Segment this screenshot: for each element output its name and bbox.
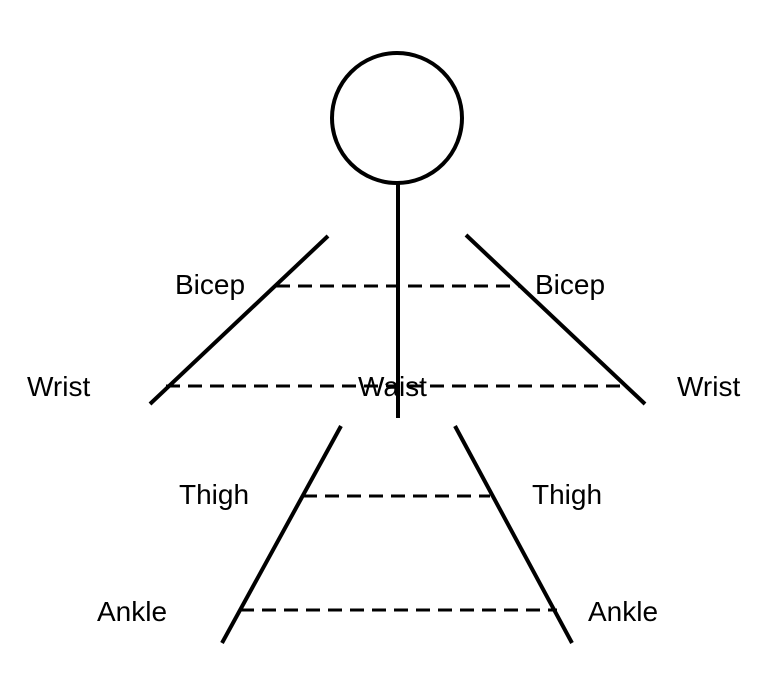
ankle-right-label: Ankle bbox=[588, 596, 658, 627]
thigh-right-label: Thigh bbox=[532, 479, 602, 510]
left-leg-line bbox=[220, 425, 343, 644]
wrist-left-label: Wrist bbox=[27, 371, 90, 402]
head-circle bbox=[330, 51, 464, 185]
bicep-right-label: Bicep bbox=[535, 269, 605, 300]
left-arm-line bbox=[148, 234, 330, 406]
ankle-left-label: Ankle bbox=[97, 596, 167, 627]
thigh-left-label: Thigh bbox=[179, 479, 249, 510]
wrist-right-label: Wrist bbox=[677, 371, 740, 402]
right-leg-line bbox=[453, 425, 574, 644]
bicep-left-label: Bicep bbox=[175, 269, 245, 300]
waist-label: Waist bbox=[358, 371, 427, 402]
right-arm-line bbox=[464, 233, 647, 406]
